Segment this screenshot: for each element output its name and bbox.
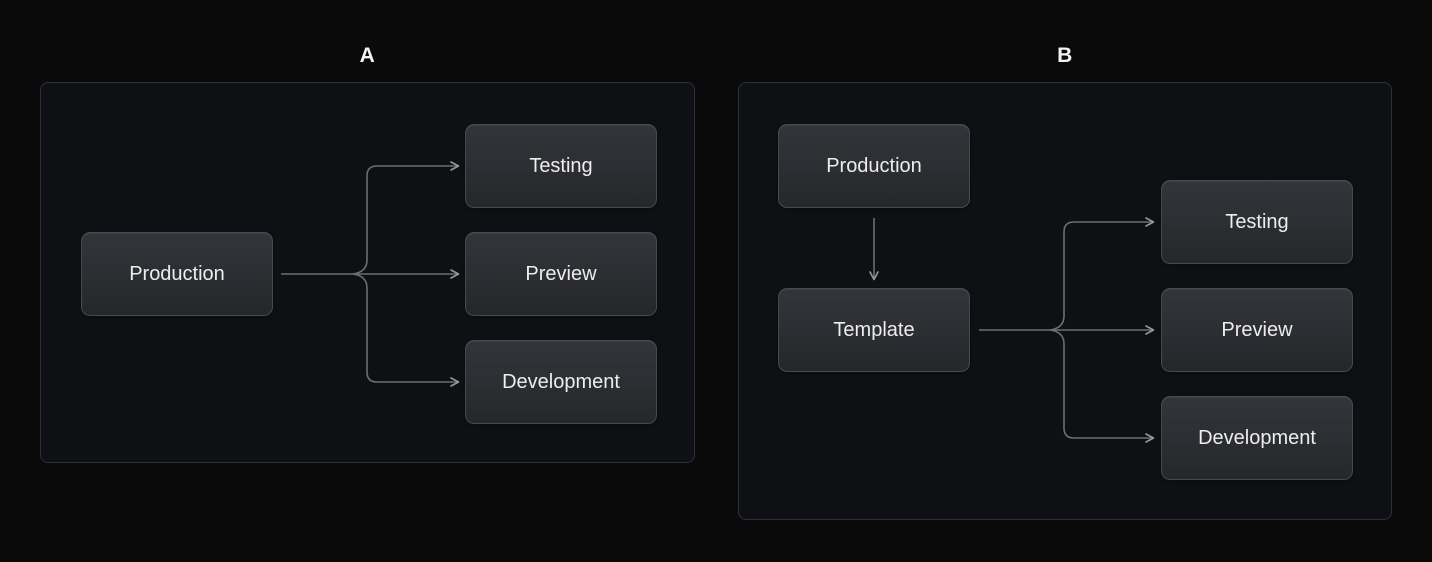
node-label: Production bbox=[129, 262, 225, 285]
node-testing-a: Testing bbox=[465, 124, 657, 208]
node-preview-b: Preview bbox=[1161, 288, 1353, 372]
node-label: Testing bbox=[529, 154, 593, 177]
node-label: Preview bbox=[525, 262, 597, 285]
edge-template-testing-b bbox=[1049, 217, 1155, 331]
node-label: Development bbox=[1198, 426, 1316, 449]
node-label: Preview bbox=[1221, 318, 1293, 341]
edge-production-testing-a bbox=[352, 161, 460, 275]
node-label: Template bbox=[833, 318, 915, 341]
edge-template-development-b bbox=[1049, 329, 1155, 443]
node-template-b: Template bbox=[778, 288, 970, 372]
node-preview-a: Preview bbox=[465, 232, 657, 316]
node-label: Testing bbox=[1225, 210, 1289, 233]
node-production-a: Production bbox=[81, 232, 273, 316]
figure-b-label: B bbox=[1057, 44, 1073, 67]
node-production-b: Production bbox=[778, 124, 970, 208]
node-label: Development bbox=[502, 370, 620, 393]
figure-a-label: A bbox=[359, 44, 376, 67]
edge-production-development-a bbox=[352, 273, 460, 387]
diagram-panel-a: Production Testing Preview Development bbox=[40, 82, 695, 463]
node-development-a: Development bbox=[465, 340, 657, 424]
node-testing-b: Testing bbox=[1161, 180, 1353, 264]
node-label: Production bbox=[826, 154, 922, 177]
node-development-b: Development bbox=[1161, 396, 1353, 480]
diagram-panel-b: Production Template Testing Preview Deve… bbox=[738, 82, 1392, 520]
